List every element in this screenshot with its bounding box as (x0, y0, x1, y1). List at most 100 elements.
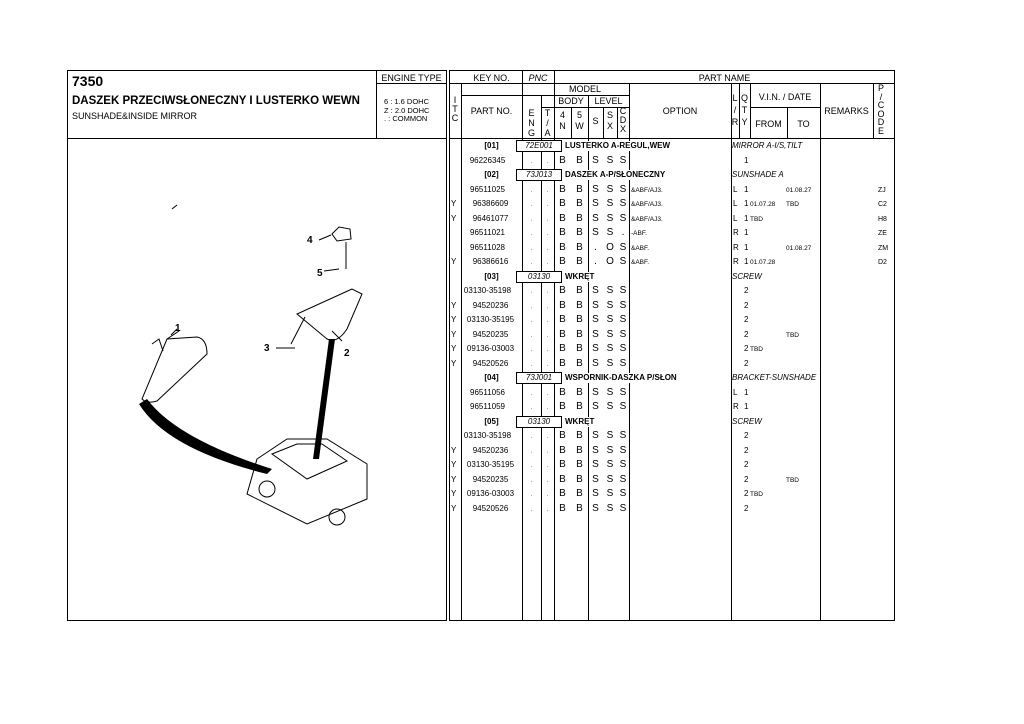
model-cell: S (619, 299, 627, 311)
header-cdx: D (619, 115, 627, 125)
header-itc: I (453, 95, 457, 105)
ta-cell: . (546, 286, 549, 296)
qty-cell: 2 (744, 286, 749, 296)
divider (588, 95, 589, 107)
model-cell: S (619, 459, 627, 471)
group-name-pl: WKRĘT (565, 416, 595, 427)
model-cell: S (606, 227, 614, 239)
ta-cell: . (546, 199, 549, 209)
model-cell: B (559, 343, 566, 355)
part-number: 96461077 (472, 213, 509, 223)
group-name-en: SCREW (732, 416, 762, 427)
group-name-en: SCREW (732, 271, 762, 282)
part-number: 03130-35198 (463, 431, 512, 441)
to-date: 01.08.27 (786, 186, 812, 194)
model-cell: B (576, 314, 583, 326)
model-cell: S (606, 328, 614, 340)
group-pnc: 73J013 (525, 170, 553, 180)
divider (588, 107, 589, 621)
model-cell: B (576, 430, 583, 442)
callout-3: 3 (264, 343, 270, 354)
model-cell: B (559, 459, 566, 471)
leader-band (139, 399, 272, 474)
header-vin-date: V.I.N. / DATE (758, 92, 812, 102)
qty-cell: 2 (744, 358, 749, 368)
eng-cell: . (530, 402, 533, 412)
eng-cell: . (530, 228, 533, 238)
lr-cell: L (733, 199, 738, 209)
group-key-no: [02] (484, 170, 499, 180)
header-remarks: REMARKS (824, 106, 869, 116)
ta-cell: . (546, 474, 549, 484)
part-number: 09136-03003 (466, 489, 515, 499)
model-cell: S (606, 401, 614, 413)
eng-cell: . (530, 286, 533, 296)
model-cell: B (576, 227, 583, 239)
eng-cell: . (530, 387, 533, 397)
ta-cell: . (546, 387, 549, 397)
option-code: &ABF/AJ3. (631, 215, 663, 223)
page-title-en: SUNSHADE&INSIDE MIRROR (72, 111, 198, 121)
model-cell: B (576, 299, 583, 311)
model-cell: B (576, 488, 583, 500)
divider (554, 95, 555, 107)
divider (67, 138, 447, 139)
header-itc: C (451, 113, 459, 123)
qty-cell: 1 (744, 199, 749, 209)
pnc-box (516, 140, 562, 152)
y-flag: Y (451, 474, 457, 484)
lr-cell: R (733, 228, 739, 238)
header-key-no: KEY NO. (473, 73, 510, 83)
to-date: TBD (786, 331, 799, 339)
group-name-en: MIRROR A-I/S,TILT (732, 141, 803, 151)
eng-cell: . (530, 329, 533, 339)
group-name-en: BRACKET-SUNSHADE (732, 373, 817, 384)
model-cell: B (559, 444, 566, 456)
model-cell: B (559, 357, 566, 369)
model-cell: S (619, 473, 627, 485)
header-eng: N (528, 118, 535, 128)
y-flag: Y (451, 300, 457, 310)
model-cell: B (559, 430, 566, 442)
header-option: OPTION (662, 106, 698, 116)
y-flag: Y (451, 460, 457, 470)
model-cell: S (592, 357, 599, 369)
lr-cell: L (733, 387, 738, 397)
qty-cell: 1 (744, 402, 749, 412)
eng-cell: . (530, 184, 533, 194)
pcode-cell: ZE (878, 230, 887, 238)
eng-cell: . (530, 213, 533, 223)
group-pnc: 73J001 (525, 373, 553, 383)
model-cell: O (606, 241, 614, 253)
model-cell: S (606, 473, 614, 485)
model-cell: B (576, 328, 583, 340)
option-code: &ABF. (631, 259, 650, 267)
model-cell: S (619, 256, 627, 268)
parts-illustration: 1 2 3 4 5 (139, 204, 368, 526)
part-number: 94520235 (472, 329, 509, 339)
from-date: 01.07.28 (750, 259, 776, 267)
lr-cell: L (733, 213, 738, 223)
eng-cell: . (530, 460, 533, 470)
model-cell: B (559, 256, 566, 268)
divider (449, 138, 895, 139)
eng-cell: . (530, 315, 533, 325)
pcode-cell: ZJ (878, 186, 886, 194)
model-cell: S (592, 459, 599, 471)
y-flag: Y (451, 257, 457, 267)
y-flag: Y (451, 315, 457, 325)
lr-cell: L (733, 184, 738, 194)
header-sx: S (606, 110, 613, 120)
model-cell: S (592, 401, 599, 413)
eng-cell: . (530, 155, 533, 165)
leader-band (313, 339, 335, 459)
header-part-no: PART NO. (470, 106, 513, 116)
qty-cell: 2 (744, 315, 749, 325)
qty-cell: 1 (744, 213, 749, 223)
model-cell: B (576, 386, 583, 398)
model-cell: B (576, 241, 583, 253)
qty-cell: 1 (744, 155, 749, 165)
header-pcode: O (877, 108, 885, 119)
ta-cell: . (546, 213, 549, 223)
model-cell: S (619, 401, 627, 413)
